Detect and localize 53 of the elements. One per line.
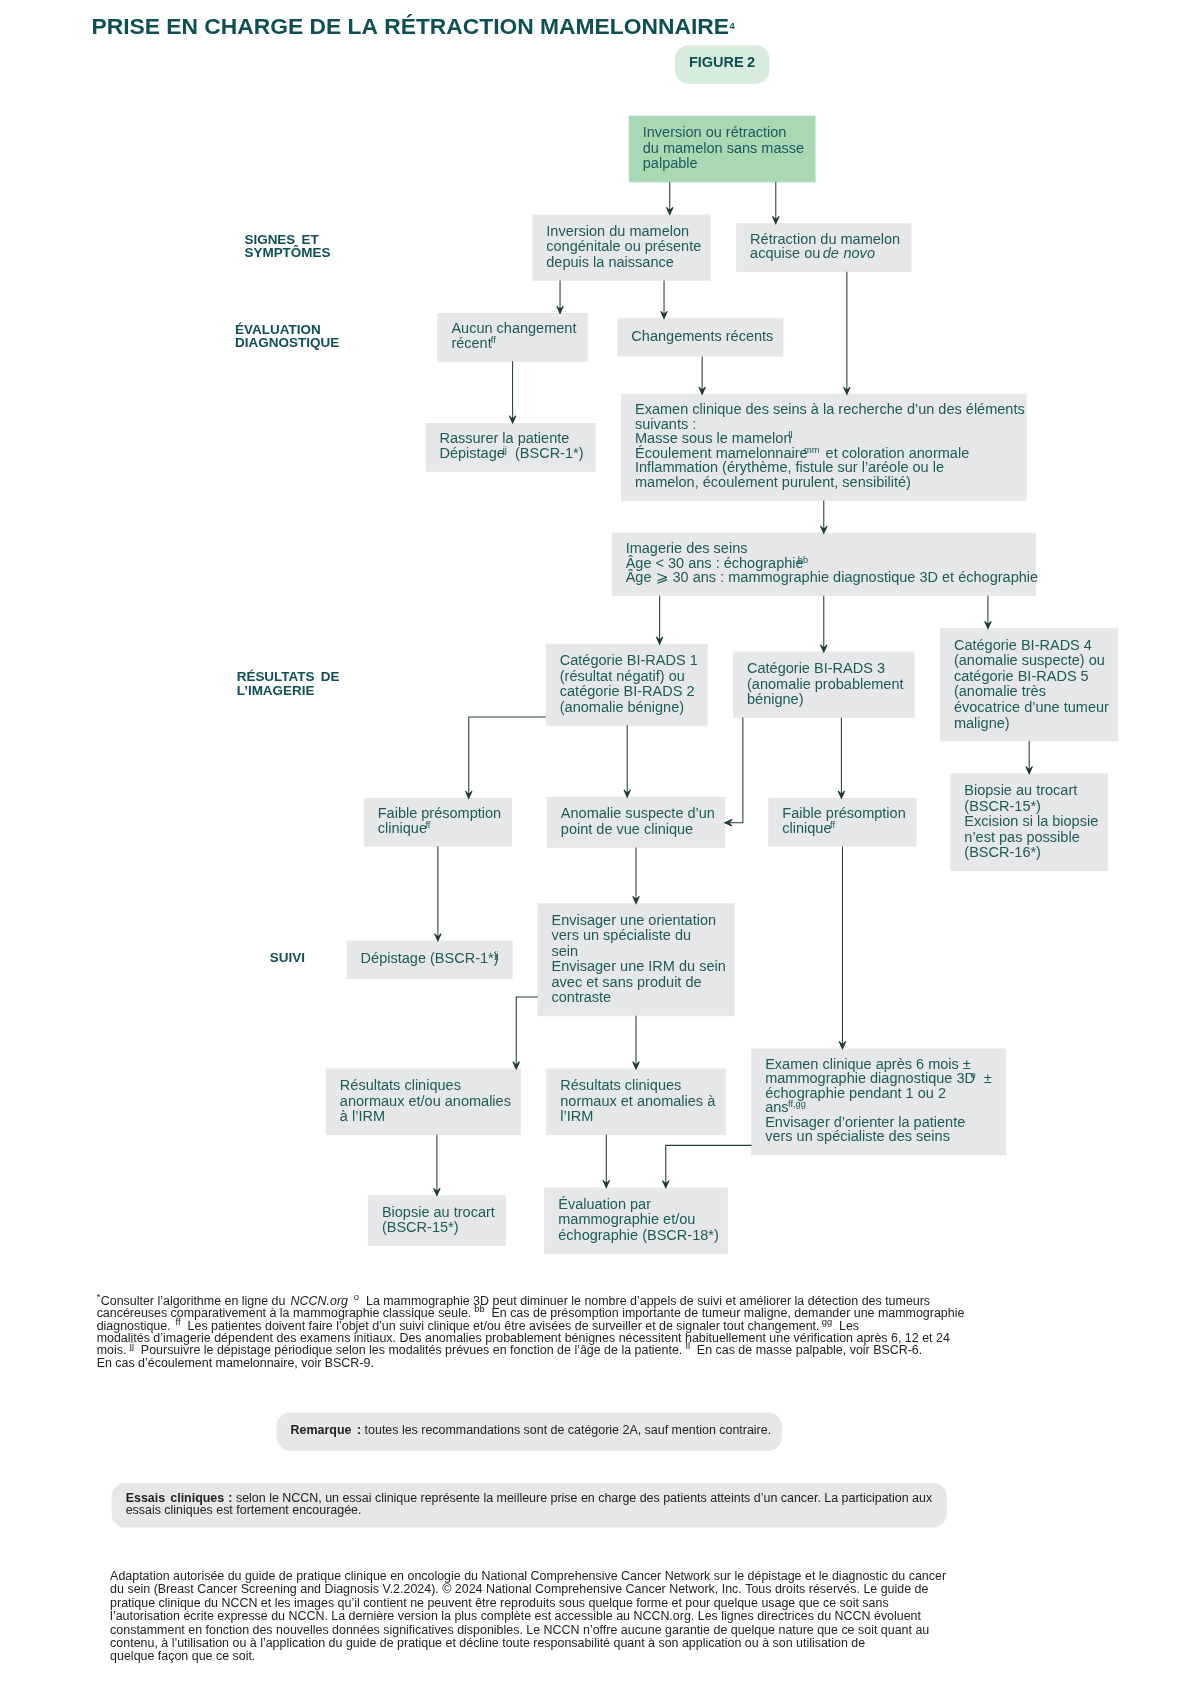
node-box: Anomalie suspecte d’un point de vue clinique (546, 796, 725, 848)
label: Adaptation autorisée du guide de pratique clinique en oncologie du National Comprehensive Cancer Network sur le dépistage et le diagnostic du cancer du sein (Breast Cancer Screening and Diagnosis V.2.2024). © 2024 National Comprehensive Cancer Network, Inc. Tous droits réservés. Le guide de pratique clinique du NCCN et les images qu’il contient ne peuvent être reproduits sous quelque forme et pour quelque usage que ce soit sans l’autorisation écrite expresse du NCCN. La dernière version la plus complète est accessible au NCCN.org. Les lignes directrices du NCCN évoluent constamment en fonction des nouvelles données significatives disponibles. Le NCCN n’offre aucune garantie de quelque nature que ce soit quant au contenu, à l’utilisation ou à l’application du guide de pratique et décline toute responsabilité quant à son application ou à son utilisation de quelque façon que ce soit. (109, 1568, 946, 1664)
label: ÉVALUATION DIAGNOSTIQUE (234, 321, 339, 351)
arrow (631, 1015, 640, 1070)
node-box: Biopsie au trocart (BSCR-15*) (367, 1195, 506, 1246)
node-box: Rétraction du mamelon acquise ou de novo (735, 223, 911, 272)
node-box: Faible présomption clinique$^{ff}$ (767, 797, 917, 847)
node-box: Aucun changement récent$^{ff}$ (436, 312, 588, 362)
arrow (819, 499, 828, 534)
label: SIGNES ET SYMPTÔMES (243, 231, 331, 261)
label: SUIVI (269, 950, 305, 966)
arrow (819, 595, 828, 653)
arrow (697, 355, 706, 395)
arrow (1024, 740, 1033, 775)
arrow (838, 846, 846, 1050)
arrow (555, 280, 564, 314)
node-box: Résultats cliniques normaux et anomalies à l’IRM (545, 1068, 726, 1135)
node-box: Inversion ou rétraction du mamelon sans masse palpable (628, 115, 815, 183)
arrow (655, 595, 663, 645)
arrow (432, 1134, 441, 1196)
diagram-title: PRISE EN CHARGE DE LA RÉTRACTION MAMELONNAIRE$^{4}$ (90, 13, 735, 40)
arrow (631, 846, 640, 905)
node-box: Biopsie au trocart (BSCR-15*) Excision si la biopsie n’est pas possible (BSCR-16*) (949, 773, 1108, 871)
arrow (659, 280, 668, 320)
node-box: Changements récents (616, 318, 783, 357)
label: RÉSULTATS DE L’IMAGERIE (236, 669, 339, 698)
arrow (464, 716, 546, 799)
arrow (771, 181, 780, 225)
node-box: Examen clinique des seins à la recherche d’un des éléments suivants : Masse sous le mamelon$^{ll}$ Écoulement mamelonnaire$^{mm}$ et coloration anormale Inflammation (érythème, fistule sur l’aréole ou le mamelon, écoulement purulent, sensibilité) (620, 393, 1027, 501)
label: $^{*}$Consulter l’algorithme en ligne du NCCN.org $^{o}$ La mammographie 3D peut diminuer le nombre d’appels de suivi et améliorer la détection des tumeurs cancéreuses comparativement à la mammographie classique seule. $^{bb}$ En cas de présomption importante de tumeur maligne, demander une mammographie diagnostique. $^{ff}$ Les patientes doivent faire l’objet d’un suivi clinique et/ou être avisées de surveiller et de signaler tout changement. $^{gg}$ Les modalités d’imagerie dépendent des examens initiaux. Des anomalies probablement bénignes nécessitent habituellement une vérification après 6, 12 et 24 mois. $^{jj}$ Poursuivre le dépistage périodique selon les modalités prévues en fonction de l’âge de la patiente. $^{ll}$ En cas de masse palpable, voir BSCR-6. En cas d’écoulement mamelonnaire, voir BSCR-9. (96, 1291, 964, 1370)
node-box: Faible présomption clinique$^{ff}$ (363, 797, 512, 847)
arrow (511, 996, 538, 1070)
node-box: Catégorie BI-RADS 1 (résultat négatif) ou catégorie BI-RADS 2 (anomalie bénigne) (545, 643, 708, 726)
arrow (508, 360, 516, 424)
node-box: Catégorie BI-RADS 3 (anomalie probablement bénigne) (732, 651, 915, 718)
node-box: Évaluation par mammographie et/ou échographie (BSCR-18*) (543, 1187, 728, 1254)
arrow (665, 181, 674, 216)
label: FIGURE 2 (688, 54, 755, 71)
label: Remarque : toutes les recommandations sont de catégorie 2A, sauf mention contraire. (290, 1422, 771, 1437)
arrow (433, 845, 442, 942)
node-box: Envisager une orientation vers un spécialiste du sein Envisager une IRM du sein avec et sans produit de contraste (537, 903, 735, 1017)
arrow (983, 595, 992, 629)
node-box: Dépistage (BSCR-1*)$^{jj}$ (346, 940, 513, 979)
node-box: Résultats cliniques anormaux et/ou anomalies à l’IRM (325, 1068, 521, 1135)
arrow (602, 1134, 610, 1188)
arrow (837, 717, 845, 799)
arrow (661, 1144, 752, 1189)
node-box: Catégorie BI-RADS 4 (anomalie suspecte) ou catégorie BI-RADS 5 (anomalie très évocatrice d’une tumeur maligne) (939, 628, 1118, 742)
arrow (842, 271, 851, 395)
arrow (723, 717, 743, 827)
arrow (622, 724, 631, 798)
label: Essais cliniques : selon le NCCN, un essai clinique représente la meilleure prise en charge des patients atteints d’un cancer. La participation aux essais cliniques est fortement encouragée. (125, 1490, 932, 1518)
node-box: Inversion du mamelon congénitale ou présente depuis la naissance (531, 214, 711, 281)
